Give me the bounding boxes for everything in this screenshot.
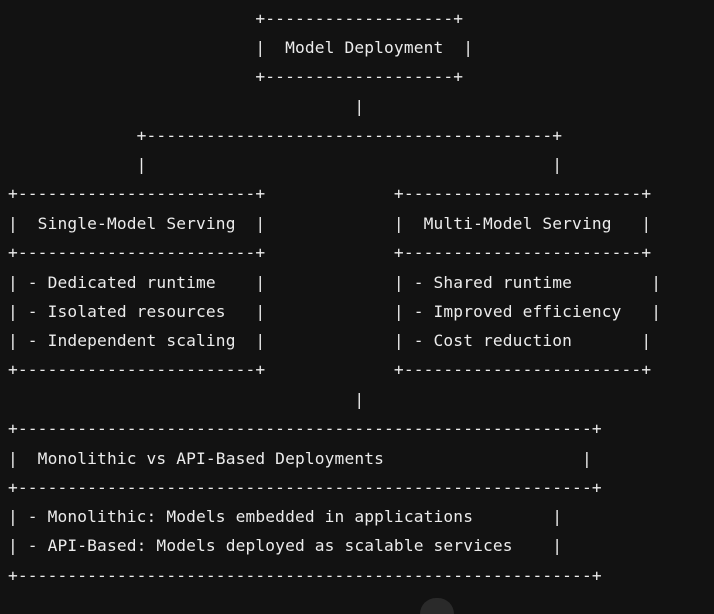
deployment-box-bottom-border: +---------------------------------------… — [8, 566, 602, 585]
branch-drops: | | — [8, 155, 563, 174]
deployment-box-item-1: | - Monolithic: Models embedded in appli… — [8, 507, 563, 526]
root-box-bottom-border: +-------------------+ — [8, 67, 464, 86]
serving-boxes-item-1: | - Dedicated runtime | | - Shared runti… — [8, 273, 662, 292]
lower-connector: | — [8, 390, 365, 409]
serving-boxes-titles: | Single-Model Serving | | Multi-Model S… — [8, 214, 652, 233]
root-box-top-border: +-------------------+ — [8, 9, 464, 28]
deployment-box-divider: +---------------------------------------… — [8, 478, 602, 497]
branch-connector: +---------------------------------------… — [8, 126, 563, 145]
root-box-title: | Model Deployment | — [8, 38, 474, 57]
deployment-box-item-2: | - API-Based: Models deployed as scalab… — [8, 536, 563, 555]
deployment-box-top-border: +---------------------------------------… — [8, 419, 602, 438]
serving-boxes-item-3: | - Independent scaling | | - Cost reduc… — [8, 331, 652, 350]
serving-boxes-item-2: | - Isolated resources | | - Improved ef… — [8, 302, 662, 321]
deployment-box-title: | Monolithic vs API-Based Deployments | — [8, 449, 592, 468]
root-connector: | — [8, 97, 365, 116]
serving-boxes-divider: +------------------------+ +------------… — [8, 243, 652, 262]
serving-boxes-top-border: +------------------------+ +------------… — [8, 184, 652, 203]
serving-boxes-bottom-border: +------------------------+ +------------… — [8, 360, 652, 379]
scroll-down-button[interactable] — [420, 598, 454, 614]
